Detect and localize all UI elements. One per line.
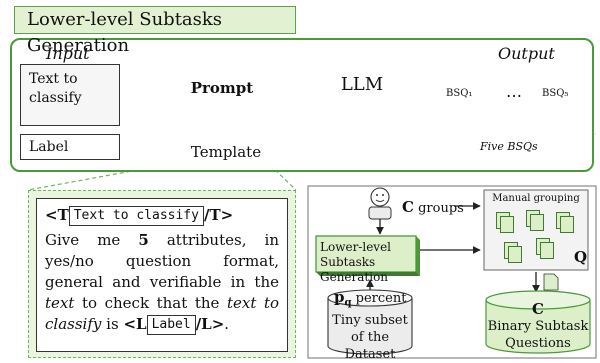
template-text-word: text [45,294,75,312]
label-field: Label [146,315,196,335]
input-text-box: Text to classify [20,64,120,126]
template-text-to-classify: text to classify [45,294,279,333]
close-label-tag: /L> [195,315,225,333]
input-heading: Input [46,44,90,63]
text-field: Text to classify [68,206,204,226]
llm-label: LLM [340,74,384,95]
section-title: Lower-level Subtasks Generation [14,6,296,56]
output-doc-first-label: BSQ₁ [446,88,473,99]
bsq-label: Binary Subtask Questions [487,319,589,351]
template-p3: to check that the [81,294,220,312]
percent-text: percent [355,291,407,306]
output-doc-last-label: BSQ₅ [542,88,569,99]
person-icon [368,187,392,220]
subtasks-label: Lower-level Subtasks Generation [320,240,392,284]
open-text-tag: <T [45,206,69,224]
bsq-c-symbol: C [532,300,544,318]
dataset-label: Tiny subset of the Dataset [332,313,408,362]
groups-text: groups [418,201,464,216]
close-text-tag: /T> [203,206,234,224]
template-connector-right [269,164,297,191]
open-label-tag: <L [123,315,147,333]
template-p4: is [106,315,119,333]
manual-grouping-label: Manual grouping [492,193,580,204]
dataset-cylinder [327,289,413,355]
output-heading: Output [498,44,555,63]
groups-caption: C groups [402,198,464,216]
template-end: . [224,315,230,333]
prompt-label: Prompt [190,79,254,97]
output-caption: Five BSQs [480,140,538,153]
template-count: 5 [138,231,149,249]
q-symbol: Q [574,248,588,266]
template-label: Template [190,143,262,161]
pipeline-panel [307,185,597,359]
c-symbol: C [402,198,414,216]
template-p2: attributes, in yes/no question format, g… [45,231,279,291]
output-ellipsis: … [506,82,522,101]
grouped-docs-icon [494,208,580,266]
small-doc-icon [543,273,559,291]
input-label-box: Label [20,134,120,160]
bsq-cylinder [485,290,591,354]
p-subscript: q [344,297,352,309]
p-symbol: p [334,288,345,306]
percent-caption: pq percent [334,288,406,309]
template-p1: Give me [45,231,121,249]
